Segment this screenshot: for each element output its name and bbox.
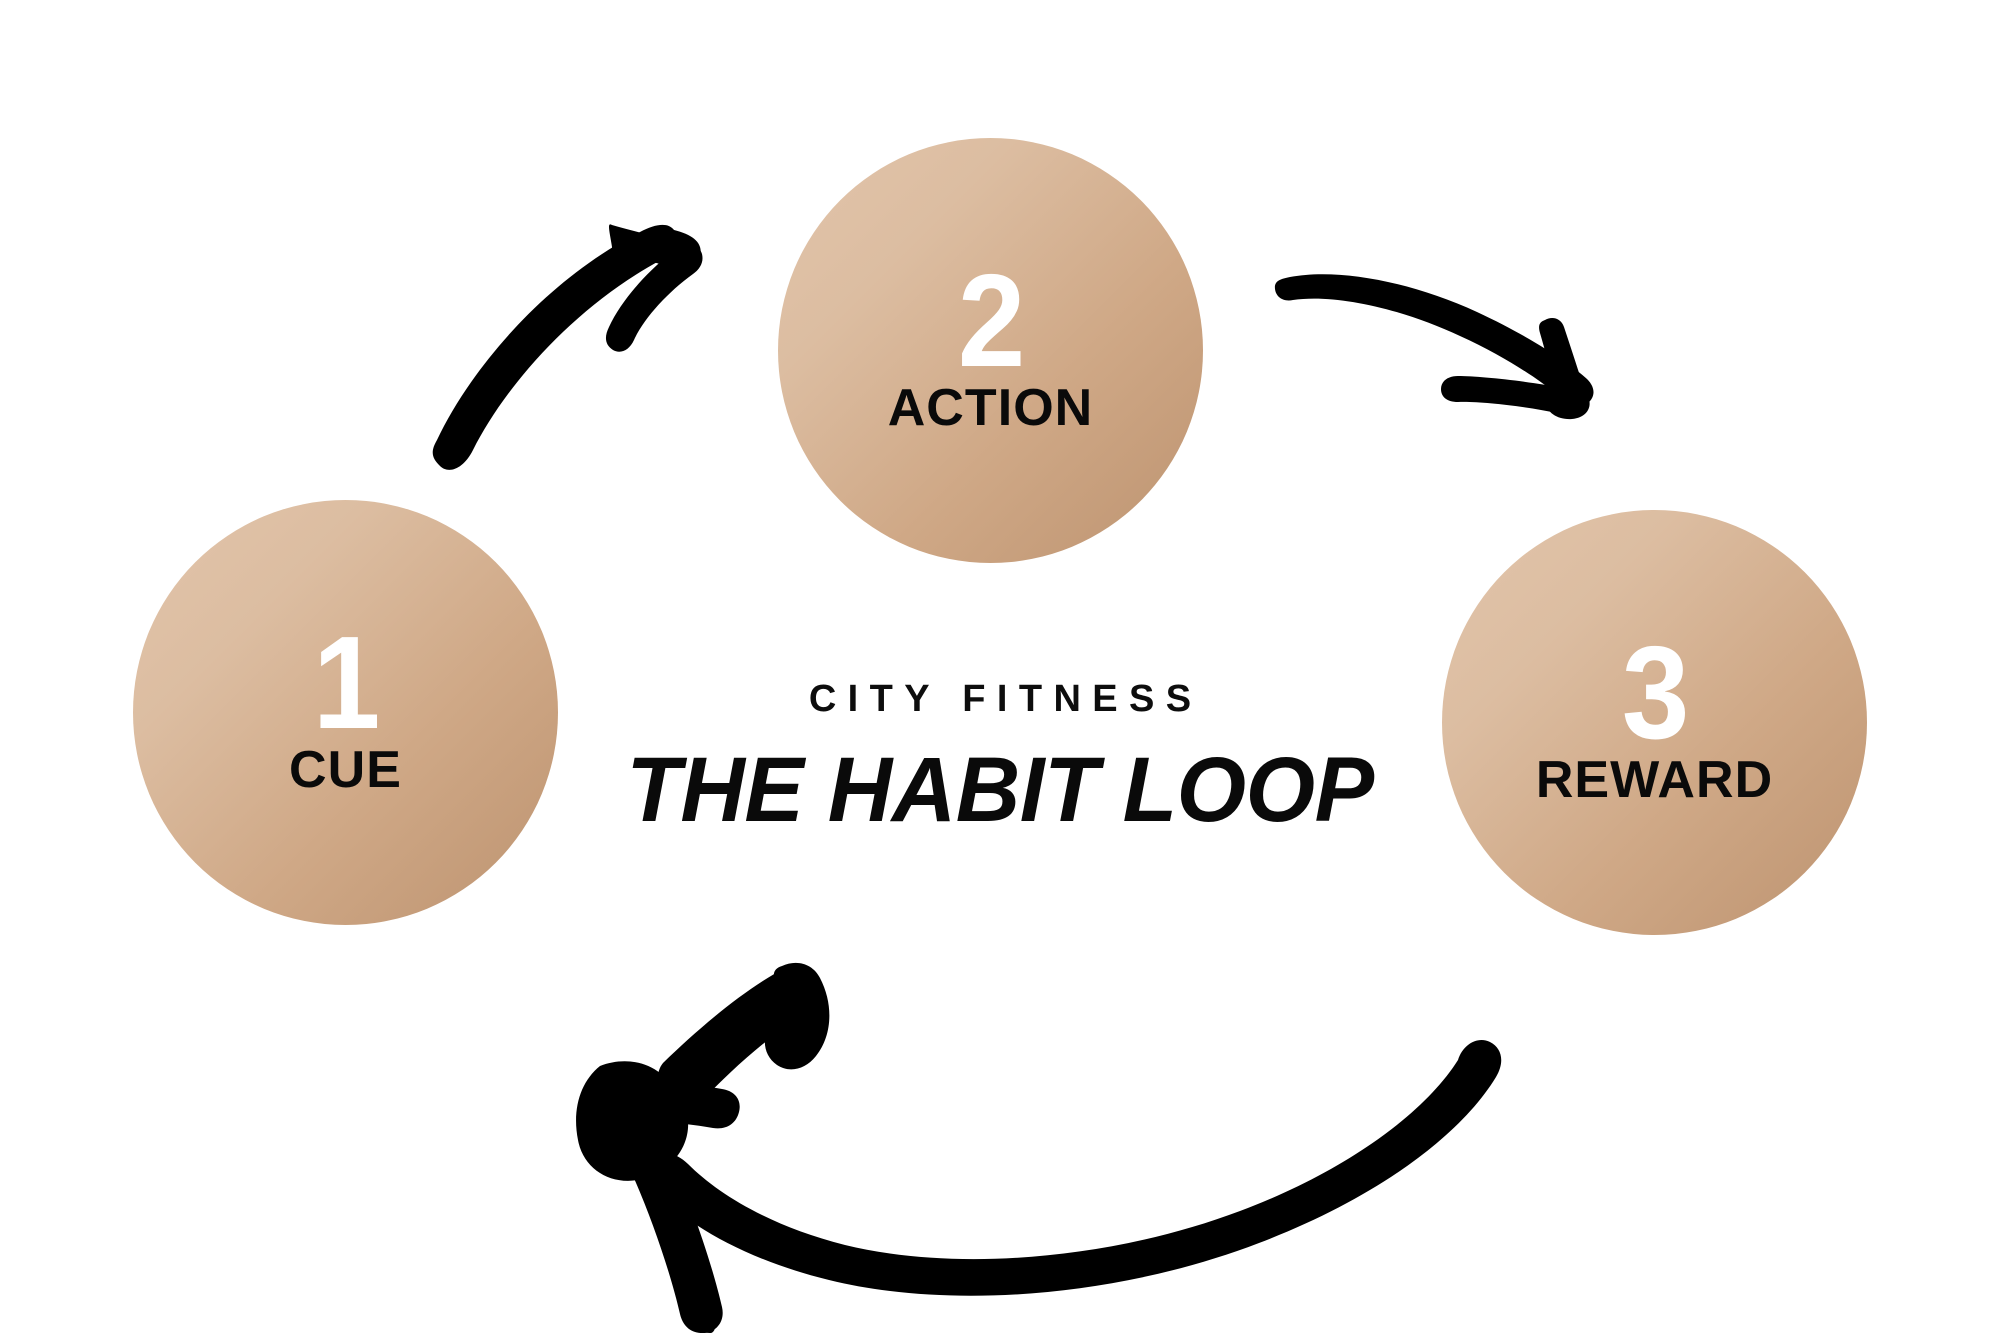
node-reward[interactable]: 3 REWARD	[1442, 510, 1867, 935]
node-cue[interactable]: 1 CUE	[133, 500, 558, 925]
center-lockup: CITY FITNESS THE HABIT LOOP	[500, 680, 1500, 836]
node-action-number: 2	[957, 247, 1026, 395]
node-reward-label: REWARD	[1535, 750, 1774, 809]
brand-name: CITY FITNESS	[808, 678, 1203, 720]
node-reward-number: 3	[1621, 619, 1690, 767]
node-cue-number: 1	[312, 609, 381, 757]
node-action-label: ACTION	[887, 378, 1094, 437]
curved-arrow-down-right-icon	[1274, 274, 1594, 420]
curved-arrow-up-right-icon	[432, 224, 703, 470]
curved-arrow-left-icon	[576, 962, 1502, 1333]
node-cue-label: CUE	[289, 740, 402, 799]
node-action[interactable]: 2 ACTION	[778, 138, 1203, 563]
page-title: THE HABIT LOOP	[626, 739, 1374, 841]
